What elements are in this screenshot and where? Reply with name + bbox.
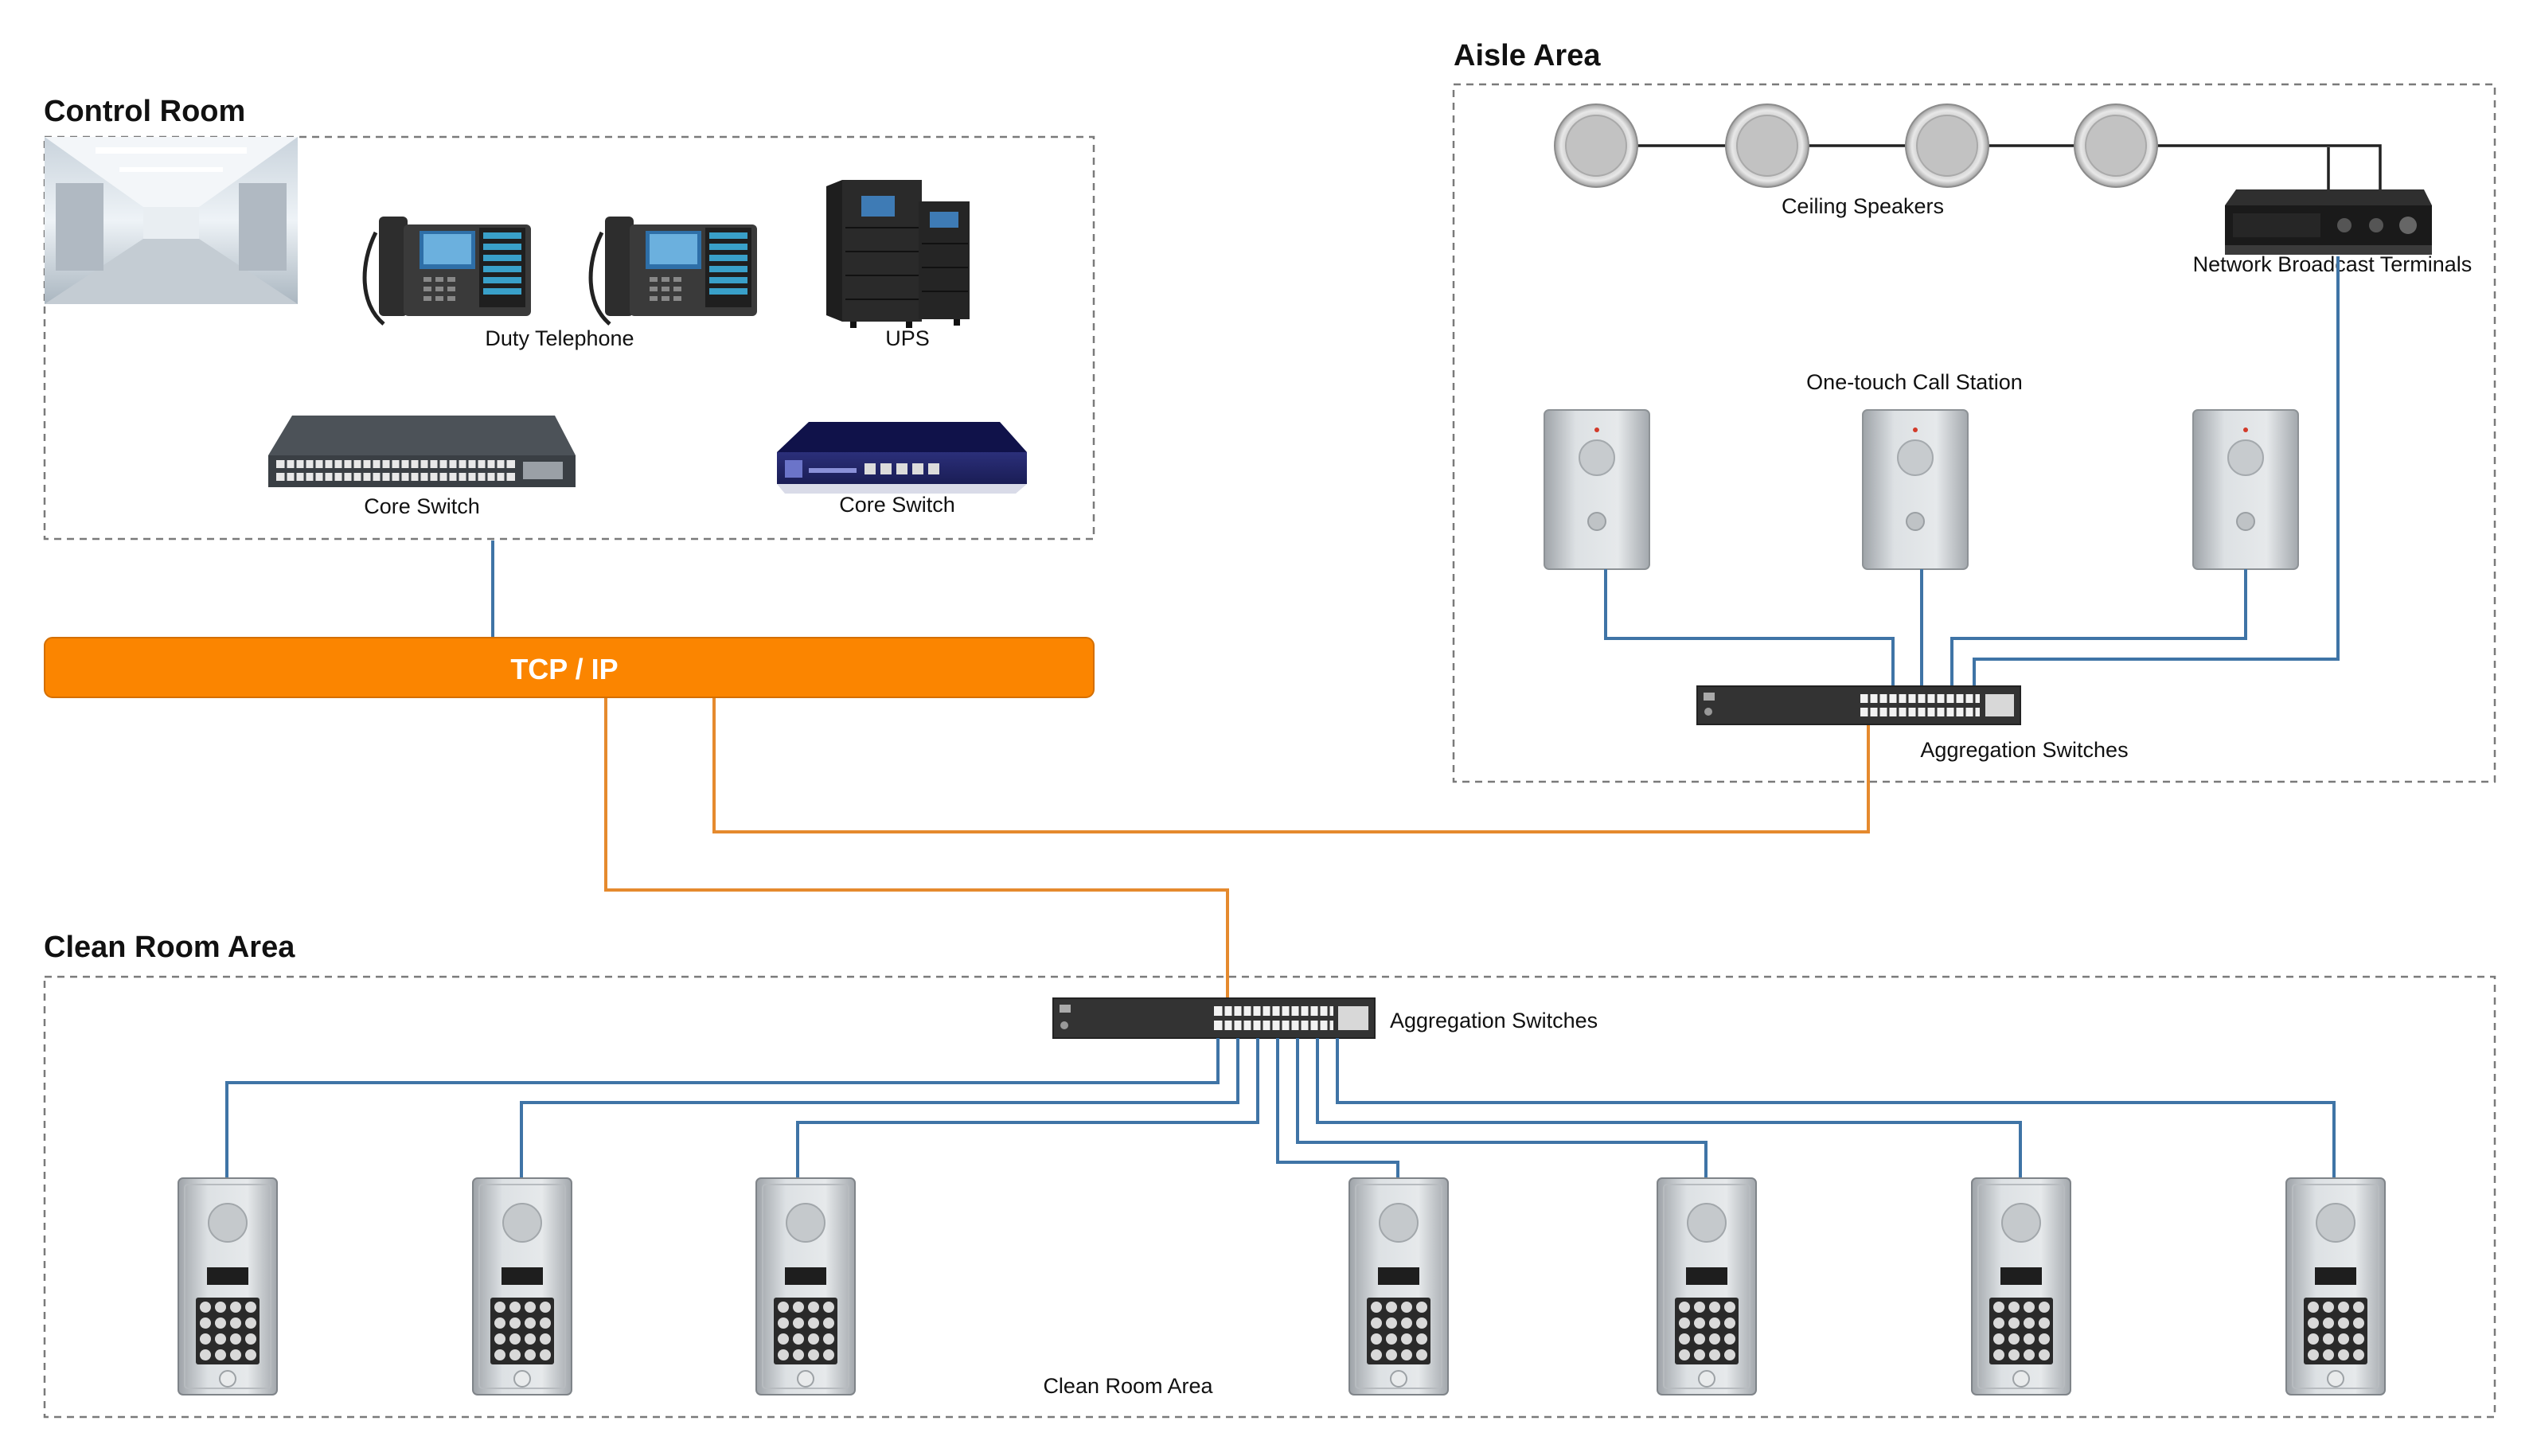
core-switch-icon [777,422,1027,494]
door-intercom-icon [2285,1177,2386,1395]
clean-room-title: Clean Room Area [44,931,295,964]
ceiling-speaker-icon [1725,103,1809,188]
core-switch-2-label: Core Switch [839,493,955,517]
aggregation-switch-icon [1696,685,2021,725]
one-touch-call-station-label: One-touch Call Station [1806,370,2023,394]
door-intercom-icon [1657,1177,1757,1395]
core-switch-1-label: Core Switch [364,494,480,518]
intercom-2-link [520,1038,1239,1178]
call-station-1-link [1604,569,1895,686]
intercom-5-link [1296,1038,1708,1178]
ceiling-speakers-label: Ceiling Speakers [1782,194,1944,218]
ip-phone-icon [362,217,531,326]
ceiling-speaker-icon [1905,103,1989,188]
ip-phone-icon [588,217,757,326]
door-intercom-icon [1348,1177,1449,1395]
aisle-area-zone [1452,83,2496,783]
door-intercom-group [178,1177,2386,1395]
door-intercom-icon [178,1177,278,1395]
aisle-area-title: Aisle Area [1454,39,1601,72]
core-switch-icon [268,416,576,487]
call-station-3-link [1950,569,2247,686]
door-intercom-icon [472,1177,572,1395]
intercom-6-link [1316,1038,2022,1178]
tcp-ip-label: TCP / IP [510,653,618,685]
call-station-icon [1862,409,1969,570]
call-station-icon [1544,409,1650,570]
cleanroom-photo [45,137,298,304]
clean-aggregation-switches-label: Aggregation Switches [1390,1009,1598,1032]
tcp-ip-bus: TCP / IP [44,637,1095,698]
control-room-title: Control Room [44,95,245,128]
intercom-7-link [1336,1038,2336,1178]
call-station-icon [2192,409,2299,570]
aggregation-switch-icon [1052,997,1376,1039]
ceiling-speaker-icon [2074,103,2158,188]
network-broadcast-terminals-label: Network Broadcast Terminals [2193,252,2473,276]
orange-link-to-clean-switch [604,697,1229,998]
broadcast-terminal-icon [2225,189,2432,255]
control-room-zone [43,135,1095,541]
clean-room-zone [43,975,2496,1419]
intercom-1-link [225,1038,1220,1178]
door-intercom-icon [755,1177,856,1395]
intercom-3-link [796,1038,1259,1178]
broadcast-terminal-link [1973,256,2340,686]
intercom-4-link [1276,1038,1399,1178]
door-intercom-icon [1971,1177,2071,1395]
clean-room-area-caption: Clean Room Area [1043,1374,1213,1398]
orange-link-to-aisle-switch [712,697,1870,833]
aisle-aggregation-switches-label: Aggregation Switches [1920,738,2128,762]
ups-icon [826,180,970,328]
ups-label: UPS [885,326,930,350]
duty-telephone-label: Duty Telephone [485,326,634,350]
ceiling-speaker-icon [1554,103,1638,188]
